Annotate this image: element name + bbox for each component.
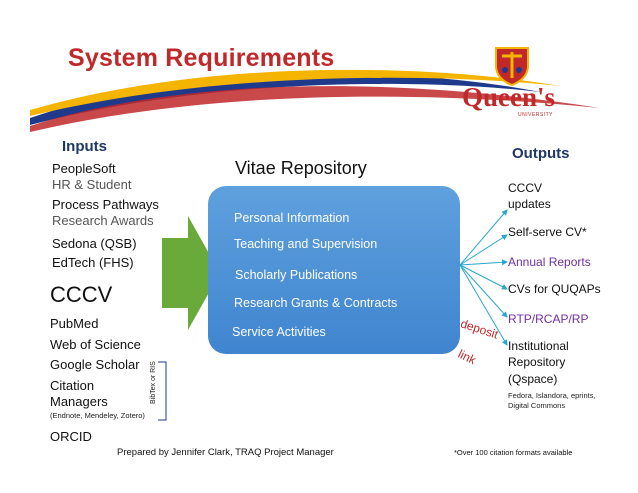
- output-cccv: CCCV: [508, 181, 543, 195]
- repository-title: Vitae Repository: [235, 158, 367, 178]
- output-qspace: (Qspace): [508, 372, 558, 386]
- outputs-heading: Outputs: [512, 145, 570, 162]
- repo-item-teaching: Teaching and Supervision: [234, 237, 378, 251]
- repository-box: [208, 186, 460, 354]
- logo-sub: UNIVERSITY: [518, 112, 554, 118]
- input-cccv: CCCV: [50, 282, 113, 307]
- input-citation: Citation: [50, 378, 95, 393]
- output-digital-commons: Digital Commons: [508, 401, 566, 410]
- input-pubmed: PubMed: [50, 316, 99, 331]
- output-annual-reports: Annual Reports: [508, 255, 591, 269]
- input-google-scholar: Google Scholar: [50, 357, 140, 372]
- input-arrow: [162, 216, 220, 330]
- input-hr-student: HR & Student: [52, 177, 132, 192]
- output-self-serve: Self-serve CV*: [508, 225, 587, 239]
- logo-wordmark: Queen's: [462, 82, 556, 112]
- footer-note: *Over 100 citation formats available: [454, 448, 573, 457]
- output-institutional: Institutional: [508, 339, 569, 353]
- crest-icon: [495, 47, 529, 86]
- page-title: System Requirements: [68, 44, 335, 72]
- repo-item-publications: Scholarly Publications: [235, 268, 358, 282]
- repo-item-personal: Personal Information: [234, 211, 350, 225]
- inputs-heading: Inputs: [62, 138, 107, 155]
- repo-item-grants: Research Grants & Contracts: [234, 296, 398, 310]
- output-repository: Repository: [508, 355, 566, 369]
- footer-credit: Prepared by Jennifer Clark, TRAQ Project…: [117, 447, 334, 458]
- input-process-pathways: Process Pathways: [52, 197, 159, 212]
- input-peoplesoft: PeopleSoft: [52, 161, 116, 176]
- output-arrows: [459, 209, 508, 346]
- queens-logo: Queen's UNIVERSITY: [462, 44, 562, 134]
- input-orcid: ORCID: [50, 429, 92, 444]
- input-citation-managers-list: (Endnote, Mendeley, Zotero): [50, 411, 145, 420]
- input-edtech: EdTech (FHS): [52, 255, 134, 270]
- output-fedora: Fedora, Islandora, eprints,: [508, 391, 596, 400]
- input-web-of-science: Web of Science: [50, 337, 141, 352]
- input-sedona: Sedona (QSB): [52, 236, 137, 251]
- repo-item-service: Service Activities: [232, 325, 326, 339]
- header-swoosh: [30, 69, 600, 132]
- output-updates: updates: [508, 197, 551, 211]
- citation-bracket: [158, 361, 167, 421]
- input-managers: Managers: [50, 394, 108, 409]
- input-research-awards: Research Awards: [52, 213, 154, 228]
- output-cvs-quqaps: CVs for QUQAPs: [508, 282, 601, 296]
- output-rtp: RTP/RCAP/RP: [508, 312, 589, 326]
